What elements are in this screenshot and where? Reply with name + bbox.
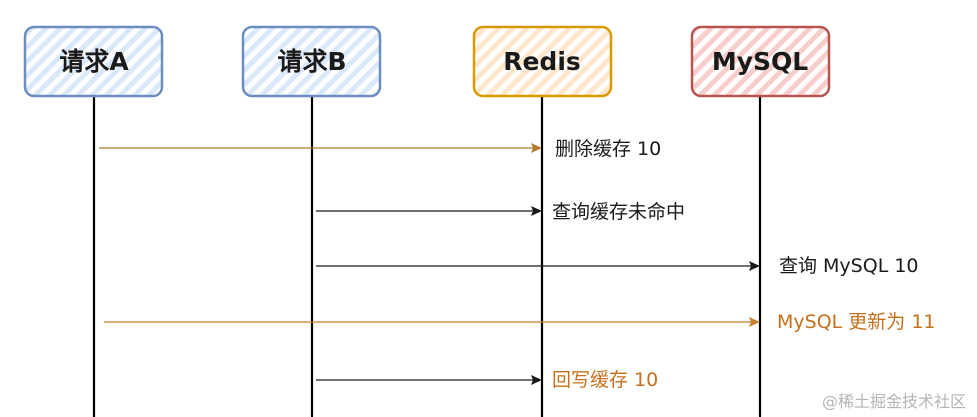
actor-box [241,25,382,98]
actor-redis: Redis [472,25,613,98]
message-label: 查询缓存未命中 [552,201,685,223]
arrowhead-icon [531,375,542,385]
actor-label-req-b: 请求B [277,47,346,76]
message-label: 回写缓存 10 [552,369,658,391]
message-write-back-cache: 回写缓存 10 [316,369,658,391]
arrowhead-icon [531,143,542,153]
actor-label-redis: Redis [503,47,581,76]
actor-box [472,25,613,98]
actor-label-req-a: 请求A [59,47,129,76]
arrowhead-icon [531,206,542,216]
message-mysql-update: MySQL 更新为 11 [104,311,936,333]
lifelines [92,96,762,417]
watermark: @稀土掘金技术社区 [822,392,966,411]
actor-box [690,25,831,98]
message-cache-miss: 查询缓存未命中 [316,201,685,223]
message-label: 查询 MySQL 10 [779,255,919,277]
message-label: MySQL 更新为 11 [777,311,936,333]
actor-req-a: 请求A [23,25,164,98]
actor-box [23,25,164,98]
arrowhead-icon [749,261,760,271]
message-delete-cache: 删除缓存 10 [99,138,661,160]
arrowhead-icon [749,317,760,327]
message-query-mysql: 查询 MySQL 10 [316,255,919,277]
message-label: 删除缓存 10 [555,138,661,160]
actor-mysql: MySQL [690,25,831,98]
actor-label-mysql: MySQL [712,47,808,76]
actor-req-b: 请求B [241,25,382,98]
